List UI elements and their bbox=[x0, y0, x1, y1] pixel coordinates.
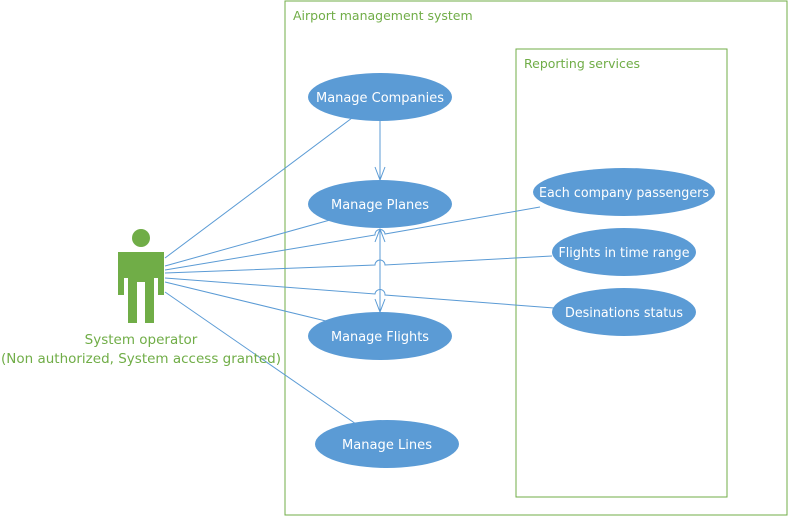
use-case-label: Manage Companies bbox=[316, 90, 444, 106]
use-case-label: Manage Flights bbox=[331, 329, 429, 345]
actor-name: System operator bbox=[85, 332, 198, 348]
association-manage-planes bbox=[164, 219, 331, 267]
use-case-manage-flights[interactable]: Manage Flights bbox=[308, 312, 452, 360]
system-boundary bbox=[284, 0, 788, 516]
system-title: Airport management system bbox=[293, 8, 473, 23]
association-manage-flights bbox=[164, 281, 331, 323]
use-case-label: Flights in time range bbox=[559, 245, 690, 261]
use-case-manage-planes[interactable]: Manage Planes bbox=[308, 180, 452, 228]
use-case-label: Each company passengers bbox=[539, 185, 709, 201]
actor-head bbox=[132, 229, 150, 247]
use-case-label: Manage Planes bbox=[331, 197, 429, 213]
use-case-label: Desinations status bbox=[565, 305, 683, 321]
actor-figure bbox=[118, 229, 164, 323]
use-case-destinations-status[interactable]: Desinations status bbox=[552, 288, 696, 336]
actor-role: (Non authorized, System access granted) bbox=[1, 351, 281, 367]
use-case-manage-companies[interactable]: Manage Companies bbox=[308, 73, 452, 121]
association-destinations-status bbox=[164, 277, 555, 309]
association-manage-lines bbox=[164, 291, 357, 425]
use-case-flights-in-time-range[interactable]: Flights in time range bbox=[552, 228, 696, 276]
association-manage-companies bbox=[164, 117, 353, 259]
subsystem-title: Reporting services bbox=[524, 56, 640, 71]
association-flights-in-time-range bbox=[164, 255, 553, 274]
include-arrowhead-planes-top bbox=[374, 227, 386, 243]
use-case-each-company-passengers[interactable]: Each company passengers bbox=[533, 168, 715, 216]
subsystem-boundary bbox=[515, 48, 728, 498]
use-case-label: Manage Lines bbox=[342, 437, 432, 453]
use-case-manage-lines[interactable]: Manage Lines bbox=[315, 420, 459, 468]
actor-body bbox=[118, 252, 164, 323]
